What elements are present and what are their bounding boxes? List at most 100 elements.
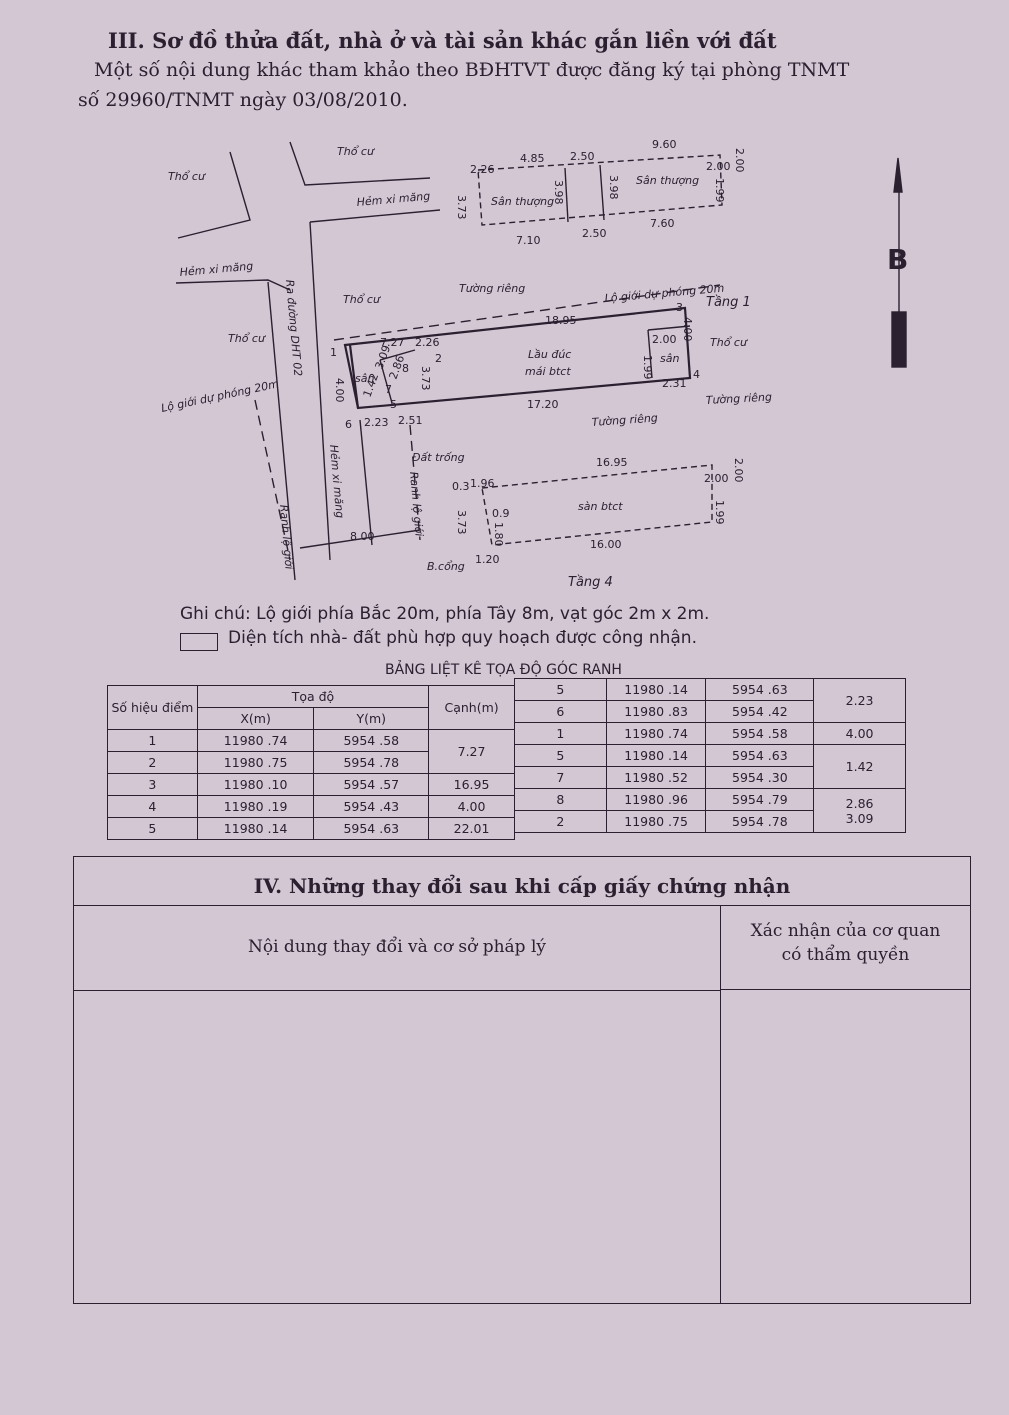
table-cell: 5954 .78 [705,810,815,833]
land-plot-sketch: Thổ cư Thổ cư Hẻm xi măng Hẻm xi măng Ra… [160,138,907,590]
street-line [299,529,421,549]
floor-4-plan [481,464,713,546]
dim: 2.00 [733,148,746,173]
point-label: 8 [402,362,409,375]
table-cell: 2.23 [813,678,906,723]
table-cell: 2 [514,810,607,833]
table-cell: 5954 .43 [313,795,430,818]
table-cell: 11980 .14 [605,678,707,701]
table-cell: 6 [514,700,607,723]
dim: 2.26 [470,163,495,176]
dim: 2.00 [732,458,745,483]
label-tho-cu: Thổ cư [710,336,748,349]
edge-value: 3.09 [845,810,874,826]
label-san-btct: sàn btct [578,500,623,513]
dim: 17.20 [527,398,559,411]
label-tho-cu: Thổ cư [168,170,206,183]
dim: 2.26 [415,336,440,349]
dim: 16.95 [596,456,628,469]
table-cell: 5954 .58 [705,722,815,745]
table-cell: 7.27 [428,729,515,774]
dim: 2.00 [704,472,729,485]
table-cell: 5 [107,817,198,840]
dim: 2.51 [398,414,423,427]
point-label: 5 [390,398,397,411]
dim: 4.85 [520,152,545,165]
label-tang-1: Tầng 1 [706,295,751,310]
note-lo-gioi: Ghi chú: Lộ giới phía Bắc 20m, phía Tây … [180,604,710,624]
confirmation-line-1: Xác nhận của cơ quan [750,921,941,941]
table-cell: 2 [107,751,198,774]
street-line [267,281,296,581]
table-cell: 7 [514,766,607,789]
dim: 1.99 [641,355,654,380]
table-cell: 5954 .30 [705,766,815,789]
street-line [309,221,331,561]
table-cell: 5954 .63 [313,817,430,840]
dim: 9.60 [652,138,677,151]
section-3-intro-line-2: số 29960/TNMT ngày 03/08/2010. [78,89,408,111]
point-label: 2 [435,352,442,365]
label-tho-cu: Thổ cư [343,293,381,306]
table-cell: 5954 .57 [313,773,430,796]
header-point: Số hiệu điểm [107,685,198,730]
table-cell: 1 [514,722,607,745]
table-cell: 4 [107,795,198,818]
label-hem-xi-mang: Hẻm xi măng [356,190,431,209]
label-san: sân [355,372,374,385]
section-4-title: IV. Những thay đổi sau khi cấp giấy chứn… [74,857,970,906]
table-cell: 11980 .75 [605,810,707,833]
dim: 7.10 [516,234,541,247]
label-lau-duc: Lầu đúc [528,348,571,361]
table-cell: 1 [107,729,198,752]
table-cell: 5954 .63 [705,678,815,701]
dim: 4.00 [681,317,694,342]
point-label: 1 [330,346,337,359]
header-toa-do: Tọa độ [196,685,430,708]
table-cell: 11980 .83 [605,700,707,723]
dim: 1.96 [470,477,495,490]
table-cell: 3 [107,773,198,796]
label-tho-cu: Thổ cư [337,145,375,158]
road-limit-line [409,424,421,541]
street-line [359,419,373,546]
table-cell: 16.95 [428,773,515,796]
dim: 3.98 [607,175,620,200]
label-dat-trong: Đất trống [412,451,465,464]
dim: 8.00 [350,530,375,543]
street-line [289,141,431,186]
column-divider [720,990,721,1303]
point-label: 7 [385,383,392,396]
dim: 1.80 [492,522,505,547]
label-ranh-lo-gioi: Ranh lộ giới [277,504,296,570]
label-tuong-rieng: Tường riêng [705,391,772,407]
dim: 2.23 [364,416,389,429]
label-lo-gioi: Lộ giới dự phóng 20m [160,377,280,415]
dim: 4.00 [333,378,346,403]
table-cell: 11980 .52 [605,766,707,789]
street-line [177,151,251,239]
label-mai-btct: mái btct [525,365,571,378]
table-cell: 11980 .75 [196,751,315,774]
dim: 3.98 [552,180,565,205]
table-cell: 11980 .74 [605,722,707,745]
dim: 16.00 [590,538,622,551]
label-tuong-rieng: Tường riêng [591,411,658,429]
coord-table-right: 5 11980 .14 5954 .63 2.23 6 11980 .83 59… [514,678,906,833]
header-canh: Cạnh(m) [428,685,515,730]
confirmation-line-2: có thẩm quyền [781,945,910,965]
section-3-intro-line-1: Một số nội dung khác tham khảo theo BĐHT… [94,59,850,81]
point-label: 4 [693,368,700,381]
column-header-confirmation: Xác nhận của cơ quan có thẩm quyền [720,905,970,990]
dim: 1.20 [475,553,500,566]
dim: 1.99 [713,178,726,203]
dim: 2.00 [652,333,677,346]
dim: 2.50 [570,150,595,163]
dim: 2.50 [582,227,607,240]
table-cell: 11980 .74 [196,729,315,752]
road-limit-line [254,399,291,561]
section-3-title: III. Sơ đồ thửa đất, nhà ở và tài sản kh… [108,28,777,53]
table-cell: 5 [514,678,607,701]
note-dien-tich: Diện tích nhà- đất phù hợp quy hoạch đượ… [228,628,697,648]
table-cell: 5954 .63 [705,744,815,767]
